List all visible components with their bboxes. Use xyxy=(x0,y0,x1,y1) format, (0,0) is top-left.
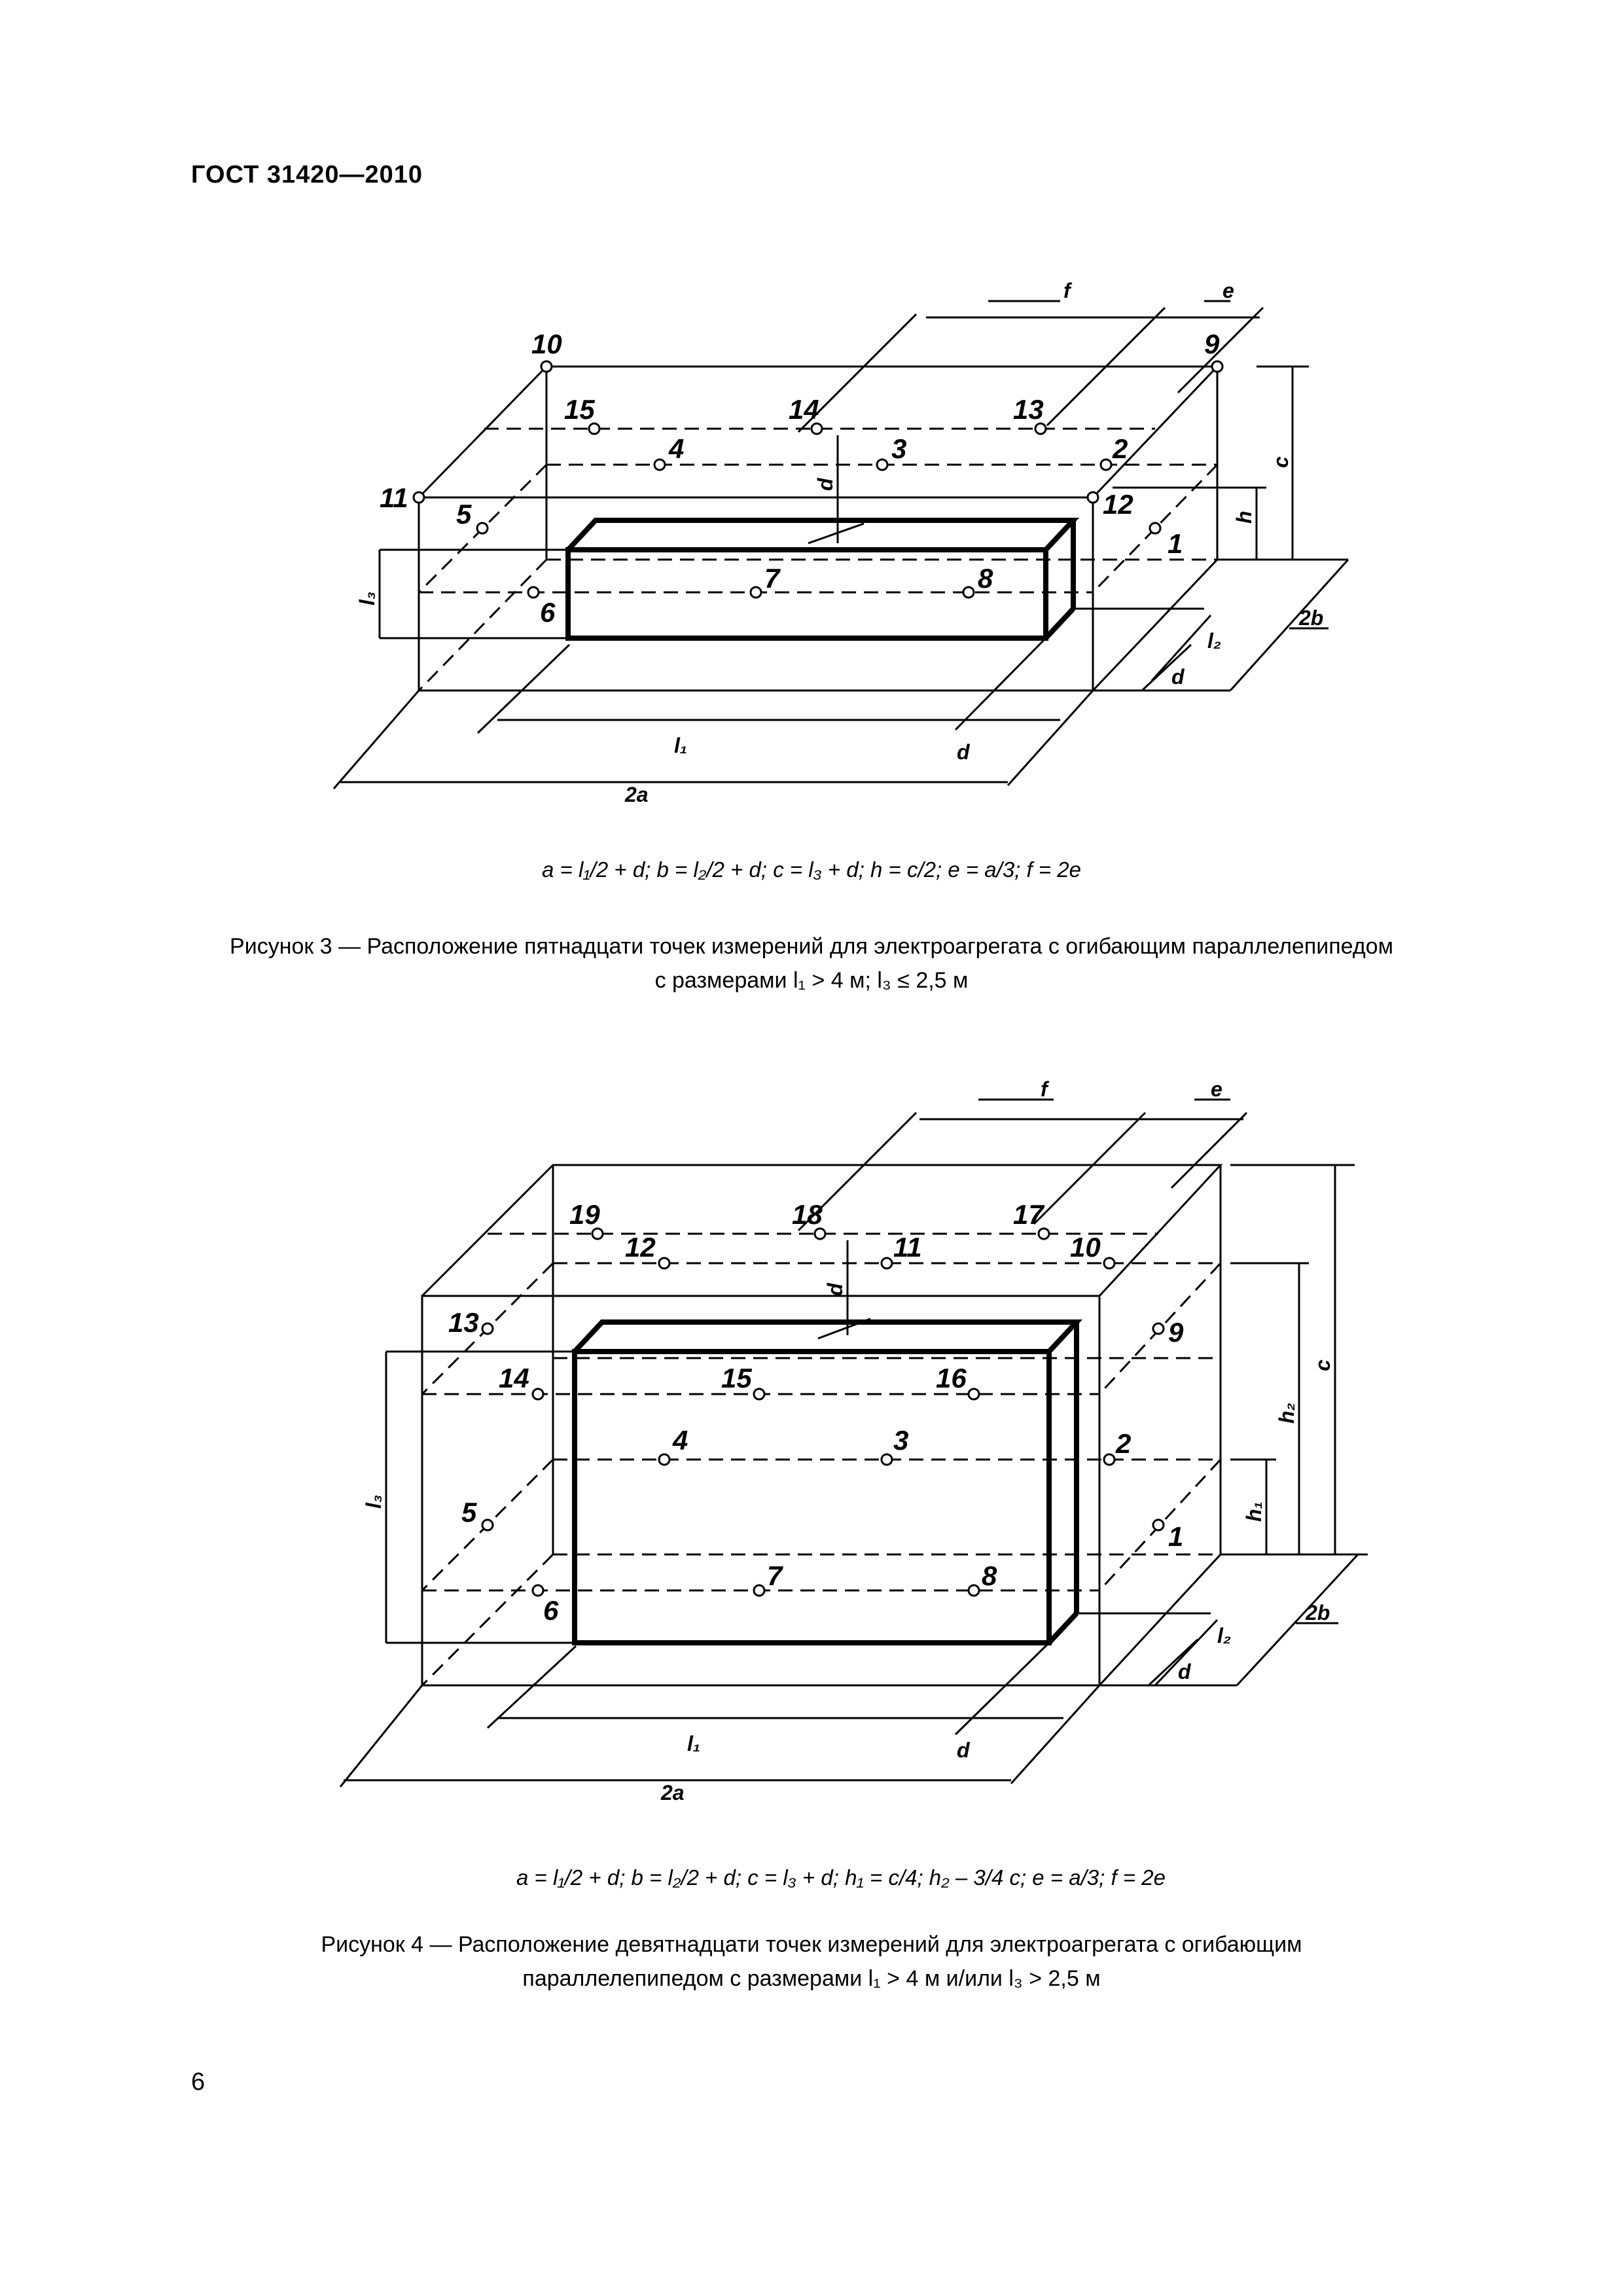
dim-label-d: d xyxy=(813,477,837,491)
dim-label-2a: 2a xyxy=(624,783,649,806)
point-label: 2 xyxy=(1112,433,1128,464)
point-label: 15 xyxy=(721,1363,752,1393)
measurement-points xyxy=(481,1227,1165,1597)
dim-label-h1: h₁ xyxy=(1242,1501,1266,1522)
point-label: 2 xyxy=(1115,1428,1131,1459)
figure-4-point-labels: 1 2 3 4 5 6 7 8 9 10 11 12 13 14 15 16 1… xyxy=(448,1199,1184,1626)
point-label: 1 xyxy=(1168,528,1183,559)
figure-4-caption-line2: параллелепипедом с размерами l₁ > 4 м и/… xyxy=(522,1966,1101,1991)
figure-4-caption: Рисунок 4 — Расположение девятнадцати то… xyxy=(131,1928,1492,1996)
dim-label-2a: 2a xyxy=(660,1781,685,1804)
dim-label-2b: 2b xyxy=(1298,606,1323,630)
dim-label-l3: l₃ xyxy=(355,592,379,605)
point-label: 17 xyxy=(1013,1199,1044,1230)
point-label: 13 xyxy=(448,1307,479,1338)
point-label: 19 xyxy=(569,1199,600,1230)
dim-label-l2: l₂ xyxy=(1217,1624,1231,1647)
dimension-lines xyxy=(339,1098,1368,1787)
dim-label-l3: l₃ xyxy=(362,1495,385,1509)
figure-4-formula: a = l₁/2 + d; b = l₂/2 + d; c = l₃ + d; … xyxy=(516,1865,1166,1890)
dimension-lines xyxy=(332,300,1349,789)
point-label: 5 xyxy=(461,1497,477,1528)
dim-label-h2: h₂ xyxy=(1275,1403,1298,1424)
point-label: 12 xyxy=(1103,489,1133,520)
point-label: 6 xyxy=(540,597,556,628)
point-label: 8 xyxy=(982,1560,997,1591)
point-label: 12 xyxy=(625,1232,656,1263)
point-label: 15 xyxy=(564,394,595,425)
dim-label-c: c xyxy=(1269,456,1293,468)
dim-label-l2: l₂ xyxy=(1207,629,1221,653)
dim-label-f: f xyxy=(1063,279,1073,302)
dim-label-d2: d xyxy=(1178,1660,1192,1683)
point-label: 8 xyxy=(978,563,993,594)
point-label: 4 xyxy=(668,433,684,464)
point-label: 16 xyxy=(936,1363,967,1393)
figure-4-caption-line1: Рисунок 4 — Расположение девятнадцати то… xyxy=(321,1932,1302,1957)
dim-label-l1: l₁ xyxy=(687,1732,700,1755)
figure-3-point-labels: 1 2 3 4 5 6 7 8 9 10 11 12 13 14 15 xyxy=(380,329,1220,628)
measurement-points xyxy=(412,360,1224,599)
dim-label-d2: d xyxy=(1171,665,1185,689)
machine-box xyxy=(565,518,1080,641)
machine-box xyxy=(572,1319,1083,1645)
document-header: ГОСТ 31420—2010 xyxy=(191,161,423,188)
dim-label-l1: l₁ xyxy=(674,734,687,757)
point-label: 1 xyxy=(1168,1521,1183,1552)
point-label: 3 xyxy=(893,1425,908,1456)
measurement-planes xyxy=(421,1232,1222,1687)
figure-4-diagram: 1 2 3 4 5 6 7 8 9 10 11 12 13 14 15 16 1… xyxy=(339,1077,1368,1890)
point-label: 11 xyxy=(893,1232,922,1263)
point-label: 18 xyxy=(792,1199,823,1230)
figure-4-dimension-labels: f e c h₂ h₁ d l₃ l₂ 2b d l₁ d 2a xyxy=(362,1077,1334,1804)
point-label: 6 xyxy=(543,1595,559,1626)
envelope-box xyxy=(421,1164,1223,1687)
figure-3-caption-line1: Рисунок 3 — Расположение пятнадцати точе… xyxy=(230,934,1393,959)
point-label: 13 xyxy=(1013,394,1044,425)
point-label: 14 xyxy=(789,394,819,425)
point-label: 7 xyxy=(767,1560,783,1591)
point-label: 10 xyxy=(531,329,562,359)
dim-label-c: c xyxy=(1311,1359,1334,1371)
figure-3-caption-line2: с размерами l₁ > 4 м; l₃ ≤ 2,5 м xyxy=(654,968,969,993)
point-label: 14 xyxy=(499,1363,529,1393)
point-label: 4 xyxy=(672,1425,688,1456)
measurement-planes xyxy=(418,427,1219,692)
dim-label-e: e xyxy=(1211,1077,1222,1101)
point-label: 9 xyxy=(1204,329,1220,359)
dim-label-d3: d xyxy=(957,740,971,764)
dim-label-f: f xyxy=(1041,1077,1050,1101)
point-label: 3 xyxy=(891,433,906,464)
dim-label-2b: 2b xyxy=(1305,1601,1330,1624)
point-label: 9 xyxy=(1168,1317,1184,1348)
figure-3-formula: a = l₁/2 + d; b = l₂/2 + d; c = l₃ + d; … xyxy=(542,857,1081,882)
dim-label-e: e xyxy=(1222,279,1234,302)
point-label: 10 xyxy=(1070,1232,1101,1263)
point-label: 7 xyxy=(764,563,781,594)
dim-label-h: h xyxy=(1232,511,1256,524)
figure-3-dimension-labels: f e c h d l₃ l₂ 2b d l₁ d 2a xyxy=(355,279,1323,806)
dim-label-d: d xyxy=(823,1282,847,1296)
dim-label-d3: d xyxy=(957,1738,971,1762)
figure-3-diagram: 1 2 3 4 5 6 7 8 9 10 11 12 13 14 15 f e … xyxy=(332,279,1349,882)
point-label: 11 xyxy=(380,482,408,513)
figure-3-caption: Рисунок 3 — Расположение пятнадцати точе… xyxy=(131,929,1492,997)
page-number: 6 xyxy=(191,2068,205,2096)
point-label: 5 xyxy=(456,499,472,529)
